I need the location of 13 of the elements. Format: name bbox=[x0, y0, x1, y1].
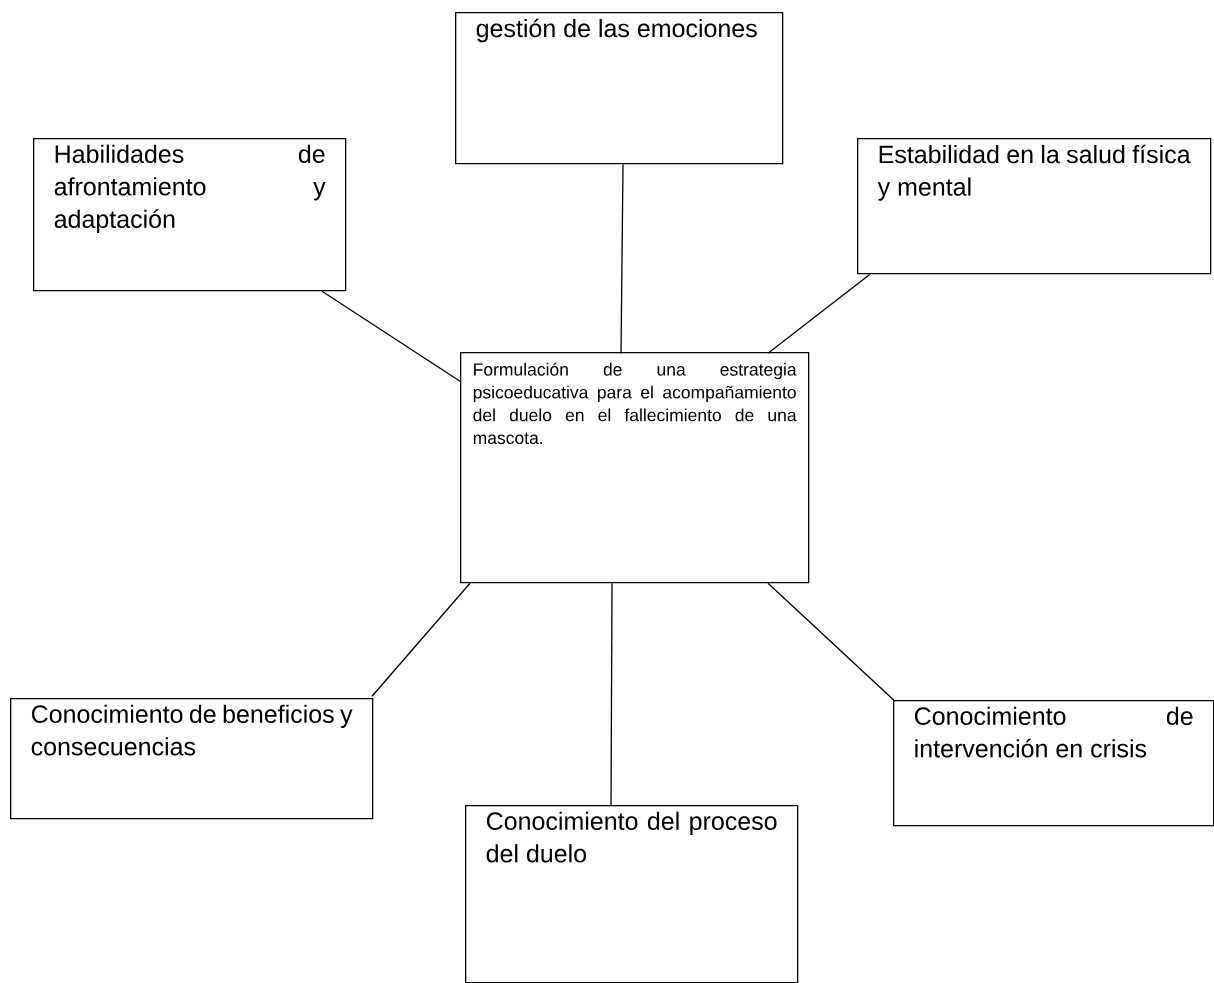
connector-line bbox=[371, 582, 471, 697]
connector-line bbox=[610, 582, 613, 807]
concept-box: Conocimiento de intervención en crisis bbox=[893, 700, 1214, 827]
concept-box: Formulación de una estrategia psicoeducativa para el acompañamiento del duelo en el fallecimiento de una mascota. bbox=[460, 352, 810, 584]
connector-line bbox=[767, 582, 896, 702]
concept-box: Conocimiento del proceso del duelo bbox=[465, 805, 799, 983]
concept-box: Conocimiento de beneficios y consecuencias bbox=[10, 698, 374, 820]
concept-box: Habilidades de afrontamiento y adaptación bbox=[33, 138, 347, 292]
concept-box: Estabilidad en la salud física y mental bbox=[857, 138, 1212, 275]
connector-line bbox=[620, 163, 624, 354]
connector-line bbox=[321, 290, 461, 382]
connector-line bbox=[767, 273, 871, 354]
concept-box: gestión de las emociones bbox=[455, 12, 784, 165]
